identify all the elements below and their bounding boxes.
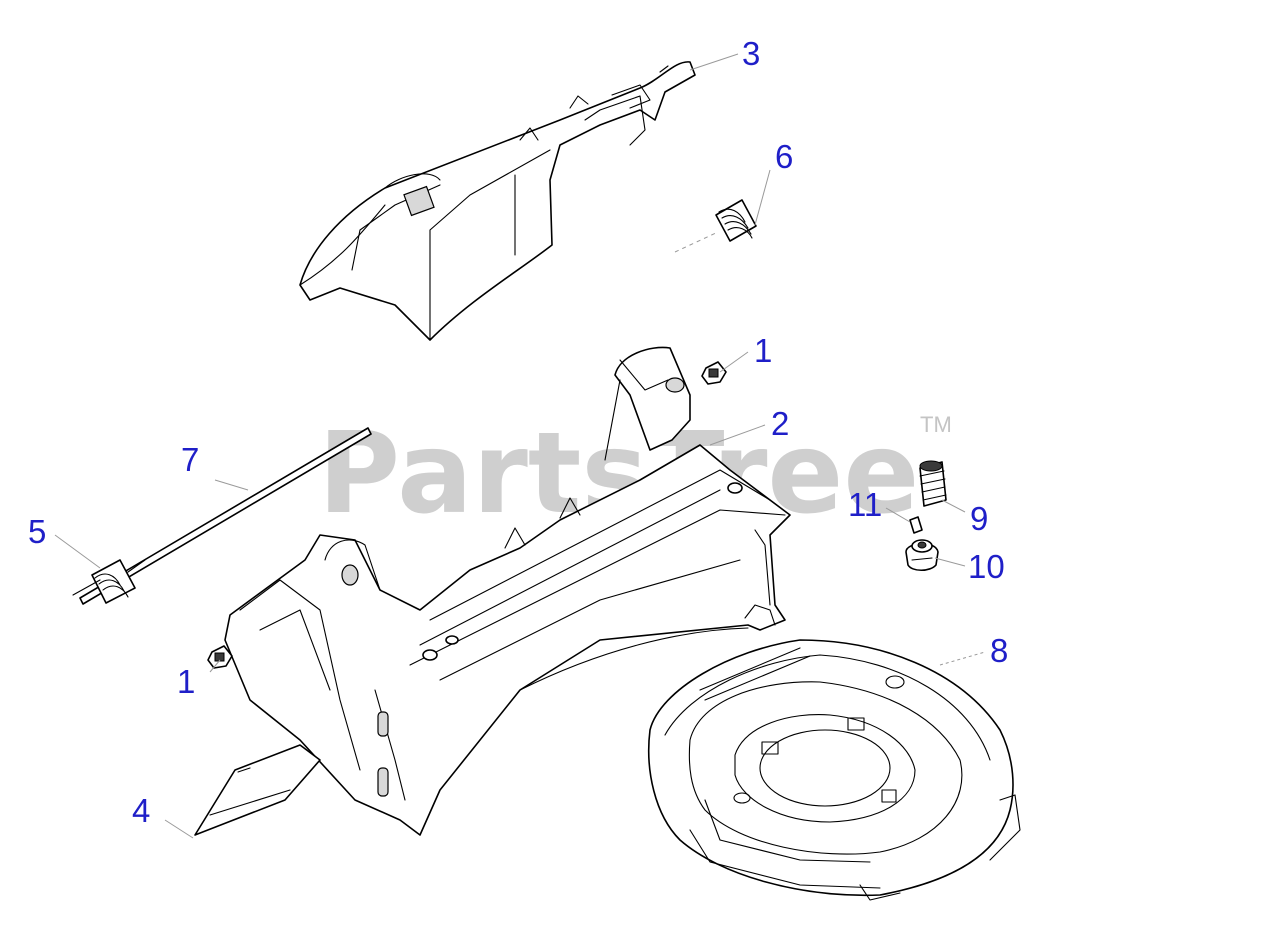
part-3-discharge-cover[interactable] (299, 61, 696, 341)
part-7-rod[interactable] (79, 427, 372, 605)
part-4-rear-flap[interactable] (194, 744, 321, 836)
part-5-spring[interactable] (72, 559, 146, 604)
callout-3: 3 (742, 35, 760, 72)
part-8-deck[interactable] (647, 639, 1021, 901)
callout-10: 10 (968, 548, 1005, 585)
callout-1-top: 1 (754, 332, 772, 369)
callout-8: 8 (990, 632, 1008, 669)
callout-5: 5 (28, 513, 46, 550)
part-9-spring[interactable] (919, 460, 947, 507)
part-6-spring[interactable] (674, 199, 757, 253)
part-11-pin[interactable] (909, 516, 923, 534)
part-10-fitting[interactable] (905, 539, 939, 572)
leader-lines (54, 53, 966, 839)
watermark-trademark: TM (920, 412, 952, 437)
callout-11: 11 (848, 486, 882, 523)
callout-9: 9 (970, 500, 988, 537)
callout-2: 2 (771, 405, 789, 442)
part-1-nut-top[interactable] (701, 361, 727, 385)
callouts: 3 6 1 2 7 5 1 4 11 9 10 8 (28, 35, 1008, 829)
part-1-nut-left[interactable] (207, 645, 233, 669)
callout-1-left: 1 (177, 663, 195, 700)
callout-6: 6 (775, 138, 793, 175)
part-2-frame[interactable] (224, 346, 791, 836)
callout-4: 4 (132, 792, 150, 829)
callout-7: 7 (181, 441, 199, 478)
